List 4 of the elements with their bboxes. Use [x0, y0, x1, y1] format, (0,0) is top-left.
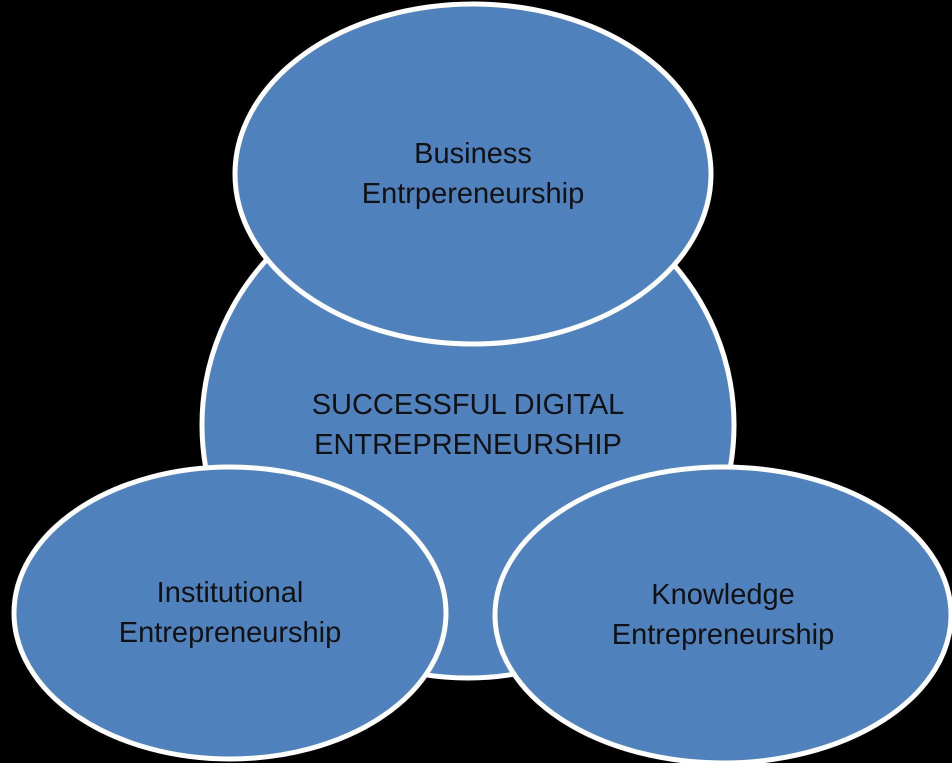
ellipse-label: Business Entrpereneurship	[323, 134, 623, 214]
ellipse-label: Knowledge Entrepreneurship	[563, 575, 883, 655]
ellipse-label: SUCCESSFUL DIGITAL ENTREPRENEURSHIP	[278, 385, 658, 465]
ellipse-label: Institutional Entrepreneurship	[70, 573, 390, 653]
